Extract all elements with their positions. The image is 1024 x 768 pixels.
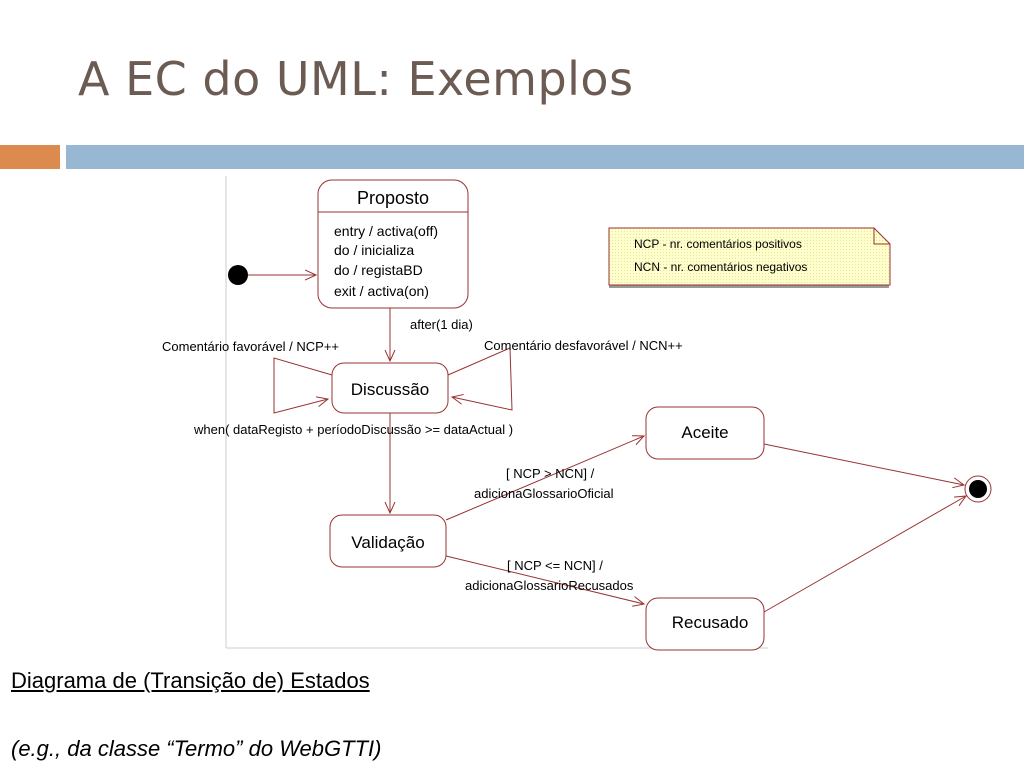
state-aceite: Aceite [645, 406, 765, 460]
proposto-action: exit / activa(on) [334, 283, 429, 299]
state-proposto: Proposto entry / activa(off) do / inicia… [317, 179, 469, 309]
title-accent-bar [0, 145, 60, 169]
state-aceite-name: Aceite [681, 423, 728, 442]
state-proposto-name: Proposto [357, 188, 429, 208]
state-recusado-name: Recusado [672, 613, 749, 632]
note-line: NCP - nr. comentários positivos [634, 237, 802, 251]
slide-title: A EC do UML: Exemplos [78, 52, 634, 106]
transition-aceite-final [763, 443, 964, 485]
transition-to-recusado [445, 555, 644, 604]
label-after: after(1 dia) [410, 317, 473, 332]
transition-favoravel [273, 357, 333, 414]
state-discussao-name: Discussão [351, 380, 429, 399]
state-recusado: Recusado [645, 597, 765, 651]
state-validacao-name: Validação [351, 533, 424, 552]
label-desfavoravel: Comentário desfavorável / NCN++ [484, 338, 683, 353]
note: NCP - nr. comentários positivos NCN - nr… [608, 227, 891, 288]
proposto-action: do / registaBD [334, 262, 423, 278]
transition-desfavoravel [447, 347, 513, 411]
state-validacao: Validação [329, 514, 447, 568]
proposto-action: entry / activa(off) [334, 223, 438, 239]
proposto-action: do / inicializa [334, 242, 414, 258]
transition-recusado-final [763, 496, 966, 613]
label-recusado-guard: [ NCP <= NCN] / [507, 558, 603, 573]
title-divider-bar [66, 145, 1024, 169]
diagram-caption: Diagrama de (Transição de) Estados [11, 668, 370, 693]
transition-to-aceite [445, 436, 644, 521]
label-aceite-action: adicionaGlossarioOficial [474, 486, 614, 501]
label-aceite-guard: [ NCP > NCN] / [506, 466, 595, 481]
diagram-subcaption: (e.g., da classe “Termo” do WebGTTI) [11, 736, 382, 761]
state-discussao: Discussão [331, 362, 449, 414]
initial-state [228, 265, 248, 285]
final-state [964, 475, 992, 503]
label-favoravel: Comentário favorável / NCP++ [162, 339, 339, 354]
label-when: when( dataRegisto + períodoDiscussão >= … [193, 422, 513, 437]
label-recusado-action: adicionaGlossarioRecusados [465, 578, 634, 593]
note-line: NCN - nr. comentários negativos [634, 260, 807, 274]
